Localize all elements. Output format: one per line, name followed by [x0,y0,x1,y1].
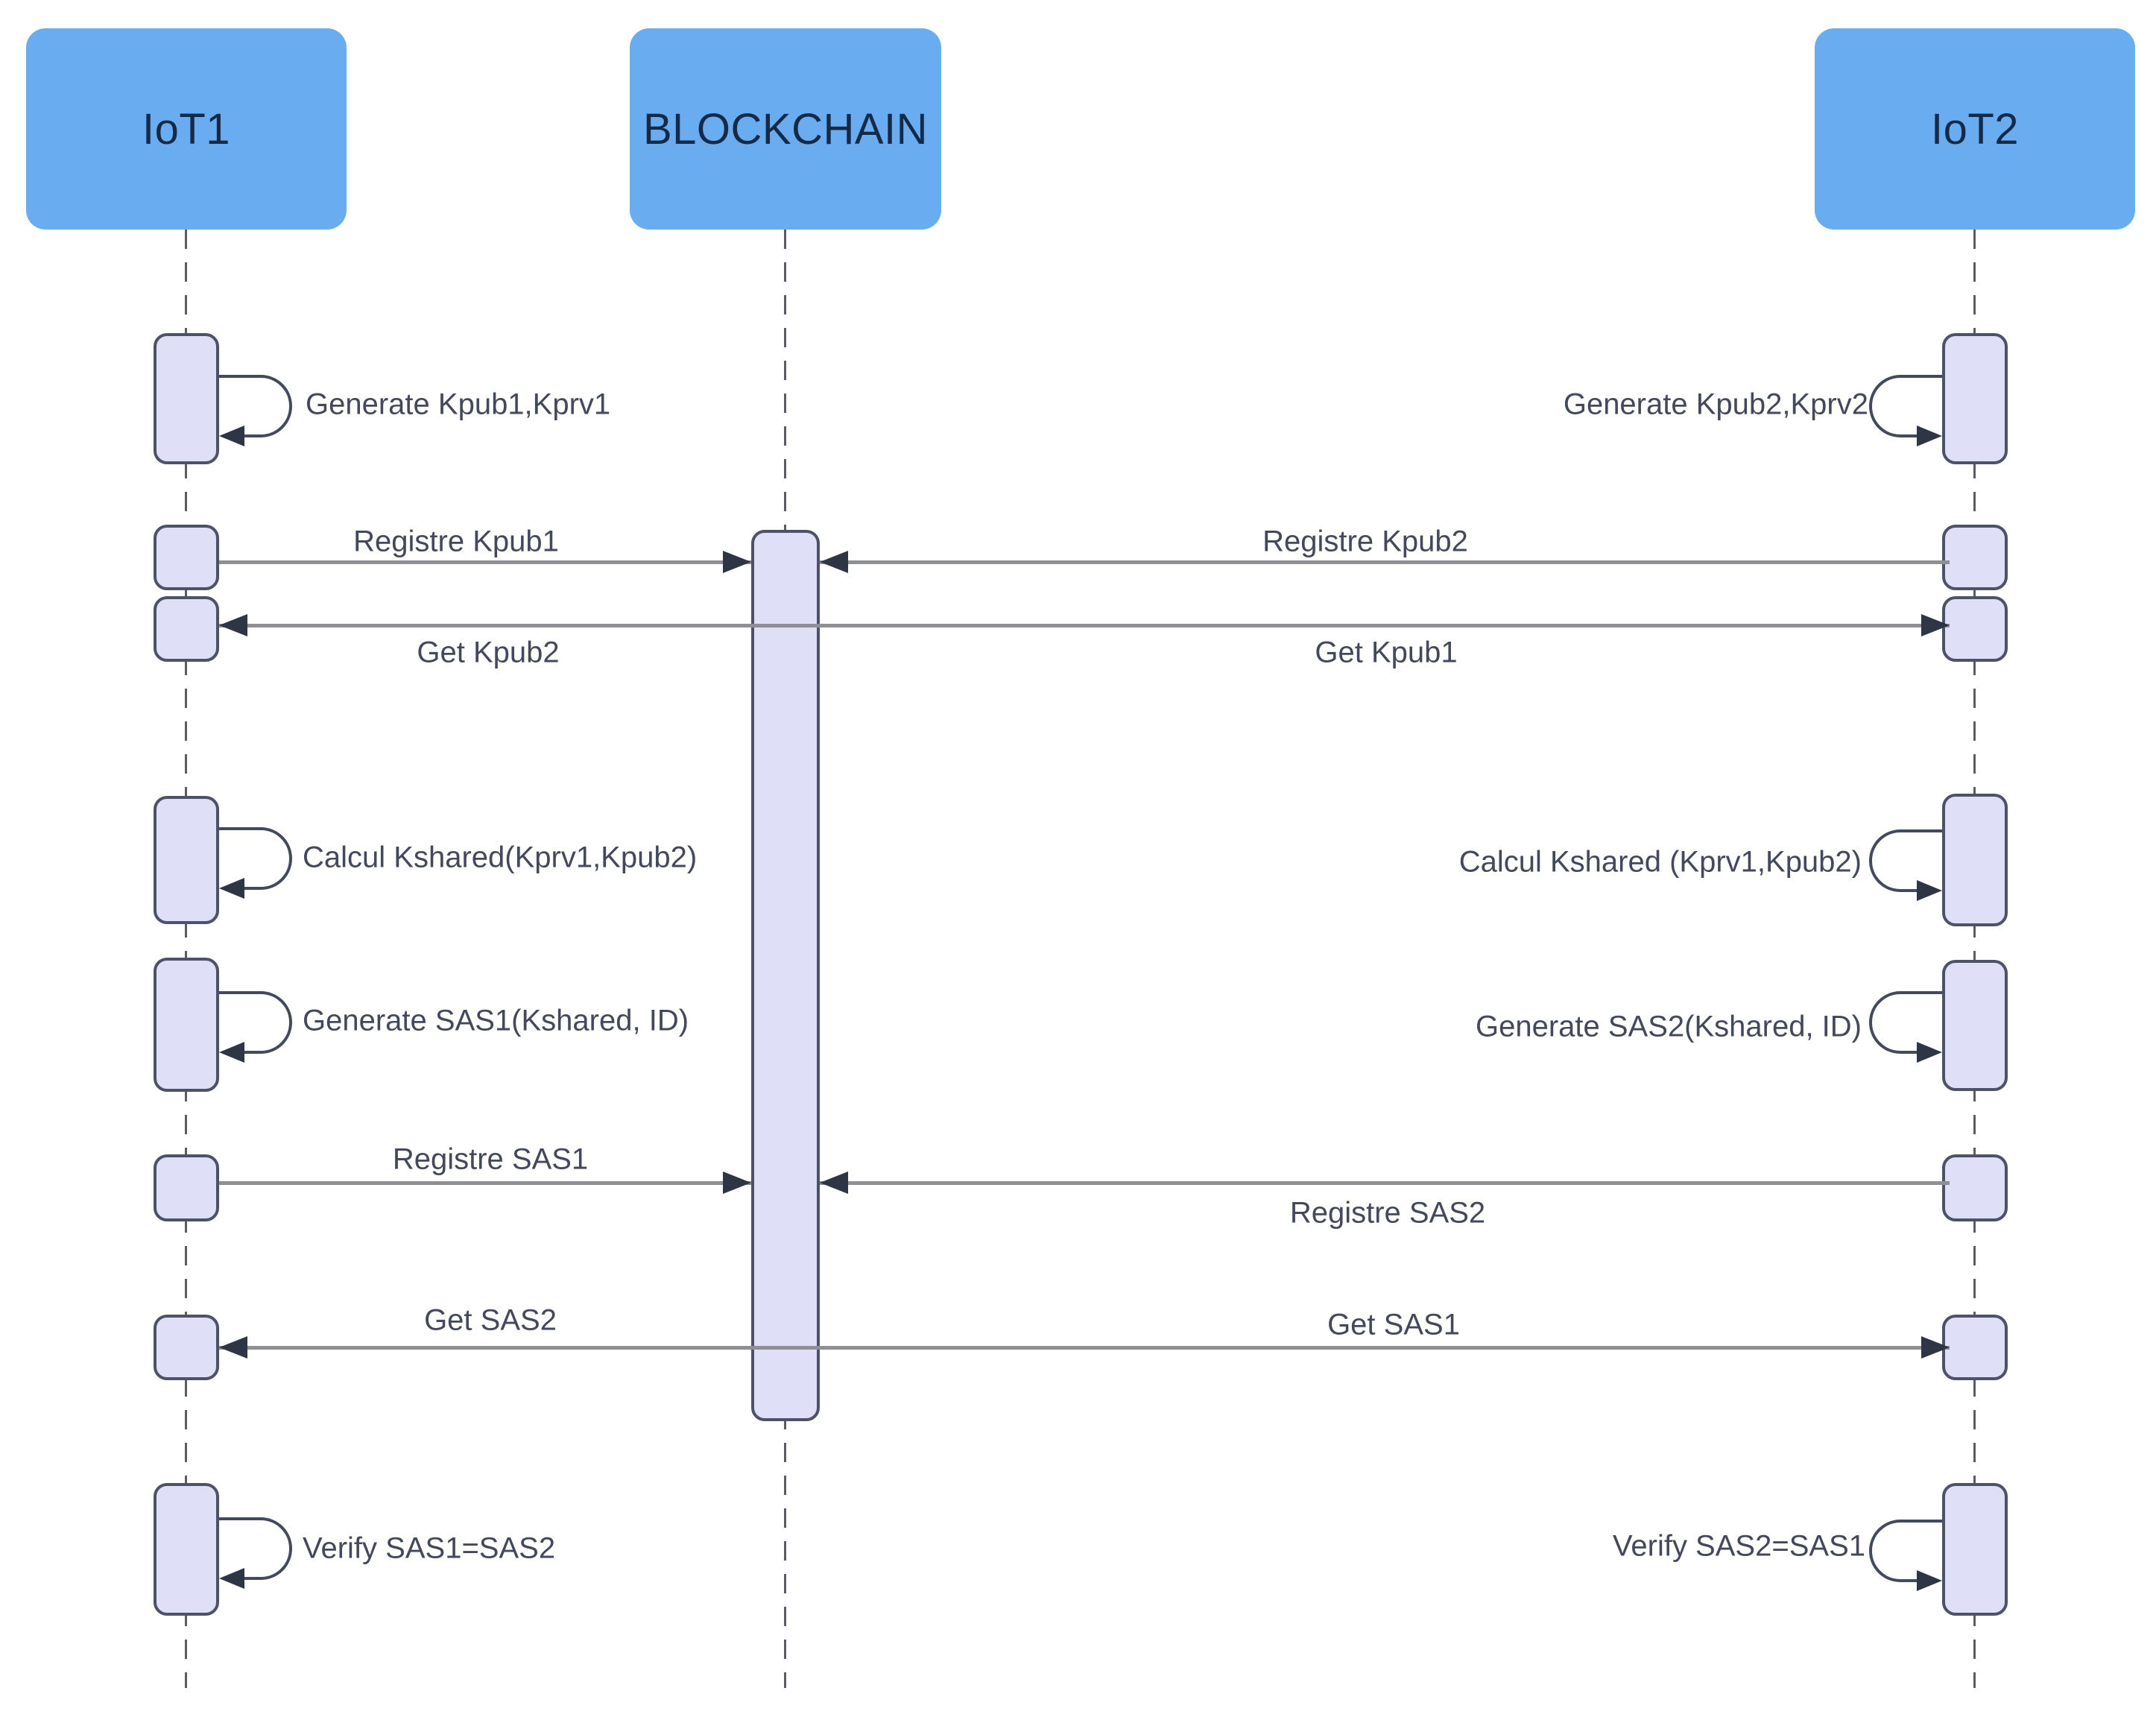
label-calcul-kshared-1: Calcul Kshared(Kprv1,Kpub2) [303,841,698,874]
actor-iot2: IoT2 [1815,28,2135,230]
self-loop-generate-sas-2 [1869,991,1942,1063]
message-arrow-registre-sas1 [219,1181,751,1185]
label-get-kpub1: Get Kpub1 [1315,636,1458,669]
activation-iot1-registre-kpub1 [154,525,219,590]
message-arrow-registre-sas2 [820,1181,1950,1185]
actor-blockchain: BLOCKCHAIN [630,28,941,230]
label-registre-sas2: Registre SAS2 [1289,1196,1486,1230]
self-loop-calcul-kshared-2 [1869,829,1942,901]
label-get-sas1: Get SAS1 [1327,1308,1460,1341]
label-calcul-kshared-2: Calcul Kshared (Kprv1,Kpub2) [1458,845,1862,879]
activation-iot2-calcul-kshared [1942,794,2008,926]
arrowhead-right-icon [1921,614,1950,636]
arrowhead-left-icon [219,1336,247,1359]
self-loop-generate-keys-2 [1869,375,1942,446]
activation-iot2-verify [1942,1483,2008,1616]
label-registre-sas1: Registre SAS1 [392,1142,589,1176]
label-verify-2: Verify SAS2=SAS1 [1612,1529,1865,1563]
label-generate-keys-2: Generate Kpub2,Kprv2 [1563,388,1868,421]
message-arrow-get-sas1 [820,1346,1950,1350]
actor-blockchain-label: BLOCKCHAIN [642,104,929,154]
self-loop-calcul-kshared-1 [219,827,292,899]
label-generate-sas-1: Generate SAS1(Kshared, ID) [303,1004,689,1037]
arrowhead-left-icon [820,551,848,573]
message-arrow-registre-kpub2 [820,560,1950,564]
label-generate-sas-2: Generate SAS2(Kshared, ID) [1475,1010,1862,1043]
lifeline-iot2 [1973,230,1976,1688]
arrowhead-right-icon [723,1172,751,1194]
self-loop-verify-1 [219,1517,292,1589]
message-arrow-get-kpub1 [820,624,1950,627]
label-registre-kpub1: Registre Kpub1 [353,525,559,558]
message-arrow-get-sas2 [219,1346,820,1350]
activation-iot2-registre-sas2 [1942,1154,2008,1221]
message-arrow-registre-kpub1 [219,560,751,564]
activation-iot1-get-kpub2 [154,596,219,662]
label-verify-1: Verify SAS1=SAS2 [303,1531,556,1565]
actor-iot1: IoT1 [26,28,347,230]
activation-iot1-verify [154,1483,219,1616]
self-loop-verify-2 [1869,1520,1942,1591]
activation-iot2-get-kpub1 [1942,596,2008,662]
activation-iot1-get-sas2 [154,1315,219,1380]
actor-iot1-label: IoT1 [142,104,231,154]
arrowhead-right-icon [1921,1336,1950,1359]
self-loop-generate-keys-1 [219,375,292,446]
activation-iot2-registre-kpub2 [1942,525,2008,590]
actor-iot2-label: IoT2 [1930,104,2020,154]
activation-iot1-registre-sas1 [154,1154,219,1221]
self-loop-generate-sas-1 [219,991,292,1063]
label-get-kpub2: Get Kpub2 [417,636,560,669]
arrowhead-left-icon [820,1172,848,1194]
label-generate-keys-1: Generate Kpub1,Kprv1 [306,388,611,421]
activation-iot1-calcul-kshared [154,796,219,924]
activation-iot2-generate-sas2 [1942,960,2008,1091]
message-arrow-get-kpub2 [219,624,820,627]
label-registre-kpub2: Registre Kpub2 [1262,525,1468,558]
activation-iot1-generate-sas1 [154,958,219,1092]
label-get-sas2: Get SAS2 [424,1303,557,1337]
activation-iot2-get-sas1 [1942,1315,2008,1380]
activation-iot2-generate-keys [1942,333,2008,464]
arrowhead-right-icon [723,551,751,573]
activation-blockchain [751,530,820,1421]
arrowhead-left-icon [219,614,247,636]
activation-iot1-generate-keys [154,333,219,464]
